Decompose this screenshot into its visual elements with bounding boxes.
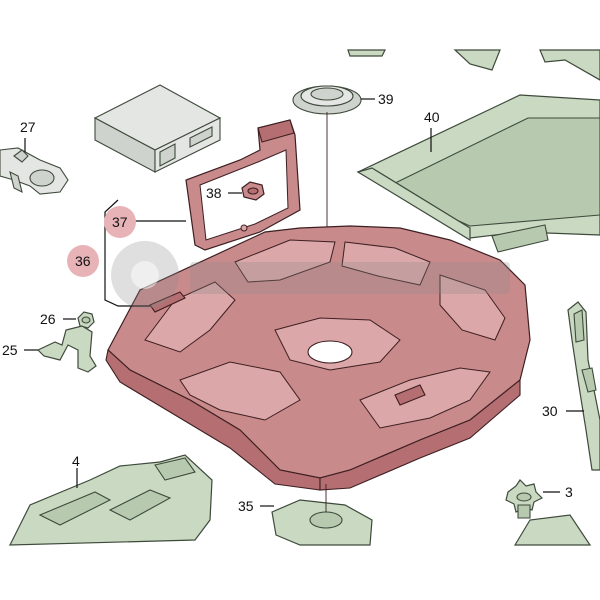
callout-37-highlight xyxy=(104,206,136,238)
part-26-nut xyxy=(63,311,95,329)
control-module-box xyxy=(93,84,222,173)
part-35-pad xyxy=(260,484,373,546)
top-edge-part xyxy=(347,49,600,81)
part-27-connector xyxy=(0,138,69,195)
callout-27: 27 xyxy=(20,119,36,135)
callout-36: 36 xyxy=(75,253,91,269)
part-36-tray xyxy=(105,225,531,491)
callout-38: 38 xyxy=(206,185,222,201)
callout-36-highlight xyxy=(67,245,99,277)
callout-39: 39 xyxy=(378,91,394,107)
part-4-foam-holder xyxy=(9,454,213,546)
part-39-cap xyxy=(292,85,375,350)
part-40-cover-panel xyxy=(356,94,600,253)
callout-25: 25 xyxy=(2,342,18,358)
callout-labels: 27 37 36 38 39 40 26 25 4 35 3 30 xyxy=(2,91,573,514)
group-bracket xyxy=(104,199,186,307)
callout-26: 26 xyxy=(40,311,56,327)
callout-4: 4 xyxy=(72,453,80,469)
callout-30: 30 xyxy=(542,403,558,419)
callout-3: 3 xyxy=(565,484,573,500)
watermark-gear-icon xyxy=(111,241,510,309)
callout-37: 37 xyxy=(112,214,128,230)
part-38-nut xyxy=(228,181,265,201)
callout-40: 40 xyxy=(424,109,440,125)
part-30-tool xyxy=(566,301,600,471)
part-25-bracket xyxy=(24,325,97,373)
callout-35: 35 xyxy=(238,498,254,514)
part-3-star-knob xyxy=(505,479,592,546)
